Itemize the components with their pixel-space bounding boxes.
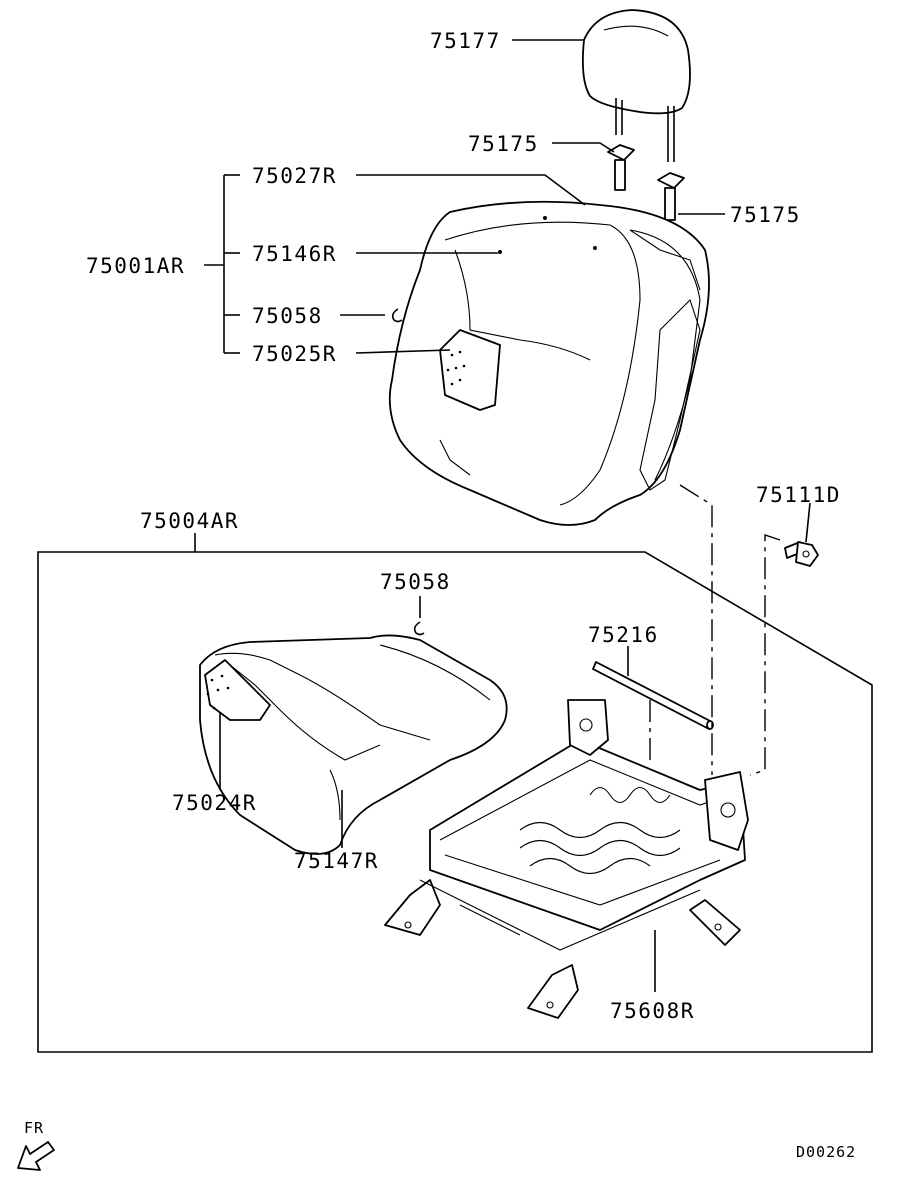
bolt-drawing[interactable]	[784, 541, 819, 567]
seat-back-drawing[interactable]	[388, 200, 710, 526]
label-back-pad: 75025R	[252, 342, 337, 366]
headrest-drawing[interactable]	[581, 9, 691, 162]
cushion-assembly-frame	[37, 551, 873, 1053]
label-back-frame: 75027R	[252, 164, 337, 188]
front-arrow-icon	[17, 1141, 55, 1171]
label-bolt: 75111D	[756, 483, 841, 507]
label-cushion-cover: 75147R	[294, 849, 379, 873]
alignment-line-bolt	[749, 534, 781, 776]
seat-adjuster-drawing[interactable]	[384, 699, 749, 1019]
front-direction-label: FR	[24, 1119, 44, 1137]
label-cushion-clip: 75058	[380, 570, 451, 594]
label-seat-back-assembly: 75001AR	[86, 254, 185, 278]
label-cushion-assembly: 75004AR	[140, 509, 239, 533]
drawing-code: D00262	[796, 1143, 856, 1161]
label-headrest: 75177	[430, 29, 501, 53]
label-rod: 75216	[588, 623, 659, 647]
label-headrest-guide-left: 75175	[468, 132, 539, 156]
label-cushion-pad: 75024R	[172, 791, 257, 815]
leader-lines	[194, 39, 811, 992]
label-seat-adjuster: 75608R	[610, 999, 695, 1023]
back-clip-drawing[interactable]	[391, 308, 403, 323]
rod-drawing[interactable]	[592, 661, 714, 730]
front-direction-indicator: FR	[17, 1119, 55, 1171]
headrest-guide-left-drawing[interactable]	[607, 144, 635, 191]
cushion-clip-drawing[interactable]	[413, 621, 425, 636]
seat-cushion-drawing[interactable]	[199, 634, 508, 855]
label-headrest-guide-right: 75175	[730, 203, 801, 227]
alignment-line-back	[679, 484, 713, 775]
headrest-guide-right-drawing[interactable]	[657, 172, 685, 221]
label-back-clip: 75058	[252, 304, 323, 328]
label-back-cover: 75146R	[252, 242, 337, 266]
